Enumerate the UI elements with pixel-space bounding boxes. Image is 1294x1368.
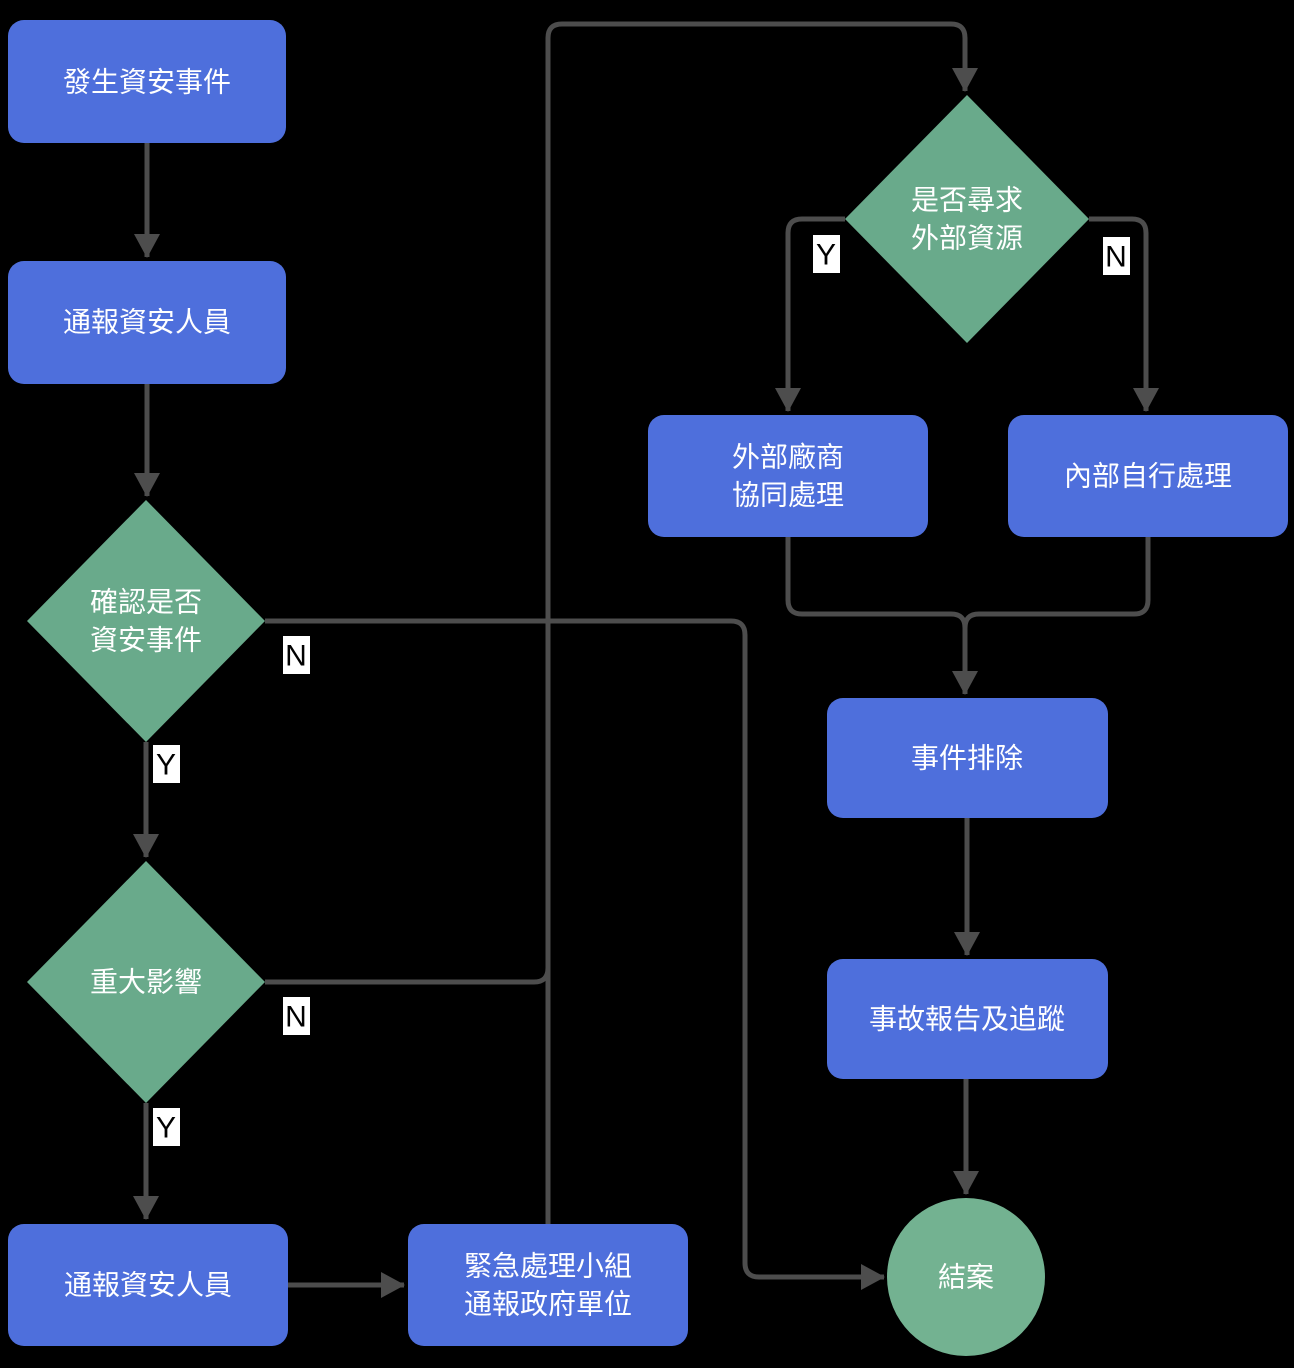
- branch-label-seek-yes-text: Y: [816, 239, 836, 272]
- node-major-impact-label: 重大影響: [90, 967, 202, 998]
- branch-label-seek-no: N: [1103, 237, 1130, 275]
- node-incident-report-label: 事故報告及追蹤: [869, 1004, 1065, 1035]
- node-seek-external: 是否尋求 外部資源: [845, 95, 1089, 343]
- node-internal-handling: 內部自行處理: [1008, 415, 1288, 537]
- node-notify-security-label: 通報資安人員: [63, 307, 231, 338]
- node-case-closed-shape: [887, 1198, 1045, 1356]
- node-confirm-incident: 確認是否 資安事件: [27, 500, 265, 742]
- branch-label-impact-yes-bg: [153, 1108, 180, 1146]
- node-internal-handling-label: 內部自行處理: [1064, 461, 1232, 492]
- node-seek-external-label-line2: 外部資源: [911, 223, 1023, 254]
- branch-label-confirm-no-bg: [283, 636, 310, 674]
- node-external-vendor-label-line2: 協同處理: [732, 480, 844, 511]
- edge-seek-yes: [775, 216, 845, 412]
- node-seek-external-label-line1: 是否尋求: [911, 185, 1023, 216]
- branch-label-impact-no-text: N: [285, 1001, 307, 1034]
- node-emergency-team-shape: [408, 1224, 688, 1346]
- node-start-label: 發生資安事件: [63, 67, 231, 98]
- node-start-shape: [8, 20, 286, 143]
- node-incident-resolved: 事件排除: [827, 698, 1108, 818]
- node-emergency-team-label-line2: 通報政府單位: [464, 1289, 632, 1320]
- node-external-vendor: 外部廠商 協同處理: [648, 415, 928, 537]
- branch-label-confirm-no: N: [283, 636, 310, 674]
- node-external-vendor-shape: [648, 415, 928, 537]
- edge-emergency-to-seek: [545, 21, 978, 1224]
- node-confirm-incident-shape: [27, 500, 265, 742]
- branch-label-seek-no-bg: [1103, 237, 1130, 275]
- node-emergency-team-label-line1: 緊急處理小組: [464, 1251, 632, 1282]
- node-incident-report-shape: [827, 959, 1108, 1079]
- branch-label-confirm-yes: Y: [153, 745, 180, 783]
- node-emergency-team: 緊急處理小組 通報政府單位: [408, 1224, 688, 1346]
- node-incident-resolved-label: 事件排除: [911, 743, 1023, 774]
- node-notify-security-2-label: 通報資安人員: [64, 1270, 232, 1301]
- node-confirm-incident-label-line2: 資安事件: [90, 625, 202, 656]
- node-external-vendor-label-line1: 外部廠商: [732, 442, 844, 473]
- node-major-impact-shape: [27, 861, 265, 1103]
- branch-label-confirm-no-text: N: [285, 640, 307, 673]
- node-incident-report: 事故報告及追蹤: [827, 959, 1108, 1079]
- node-start: 發生資安事件: [8, 20, 286, 143]
- branch-label-seek-yes-bg: [813, 235, 840, 273]
- node-major-impact: 重大影響: [27, 861, 265, 1103]
- edge-confirm-no-to-close: [265, 618, 885, 1290]
- node-notify-security-2-shape: [8, 1224, 288, 1346]
- node-notify-security-2: 通報資安人員: [8, 1224, 288, 1346]
- branch-label-seek-yes: Y: [813, 235, 840, 273]
- node-case-closed-label: 結案: [938, 1262, 994, 1293]
- branch-label-impact-yes: Y: [153, 1108, 180, 1146]
- branch-label-confirm-yes-text: Y: [156, 749, 176, 782]
- node-seek-external-shape: [845, 95, 1089, 343]
- branch-label-seek-no-text: N: [1105, 241, 1127, 274]
- node-internal-handling-shape: [1008, 415, 1288, 537]
- node-confirm-incident-label-line1: 確認是否: [90, 587, 202, 618]
- branch-label-impact-no-bg: [283, 997, 310, 1035]
- branch-label-impact-yes-text: Y: [156, 1112, 176, 1145]
- branch-label-confirm-yes-bg: [153, 745, 180, 783]
- node-case-closed: 結案: [887, 1198, 1045, 1356]
- edge-seek-no: [1089, 216, 1159, 412]
- node-incident-resolved-shape: [827, 698, 1108, 818]
- edge-impact-no-to-seek: [265, 967, 551, 985]
- edge-internal-to-resolve: [962, 537, 1151, 629]
- edge-vendor-to-resolve: [785, 537, 978, 695]
- node-notify-security-shape: [8, 261, 286, 384]
- branch-label-impact-no: N: [283, 997, 310, 1035]
- node-notify-security: 通報資安人員: [8, 261, 286, 384]
